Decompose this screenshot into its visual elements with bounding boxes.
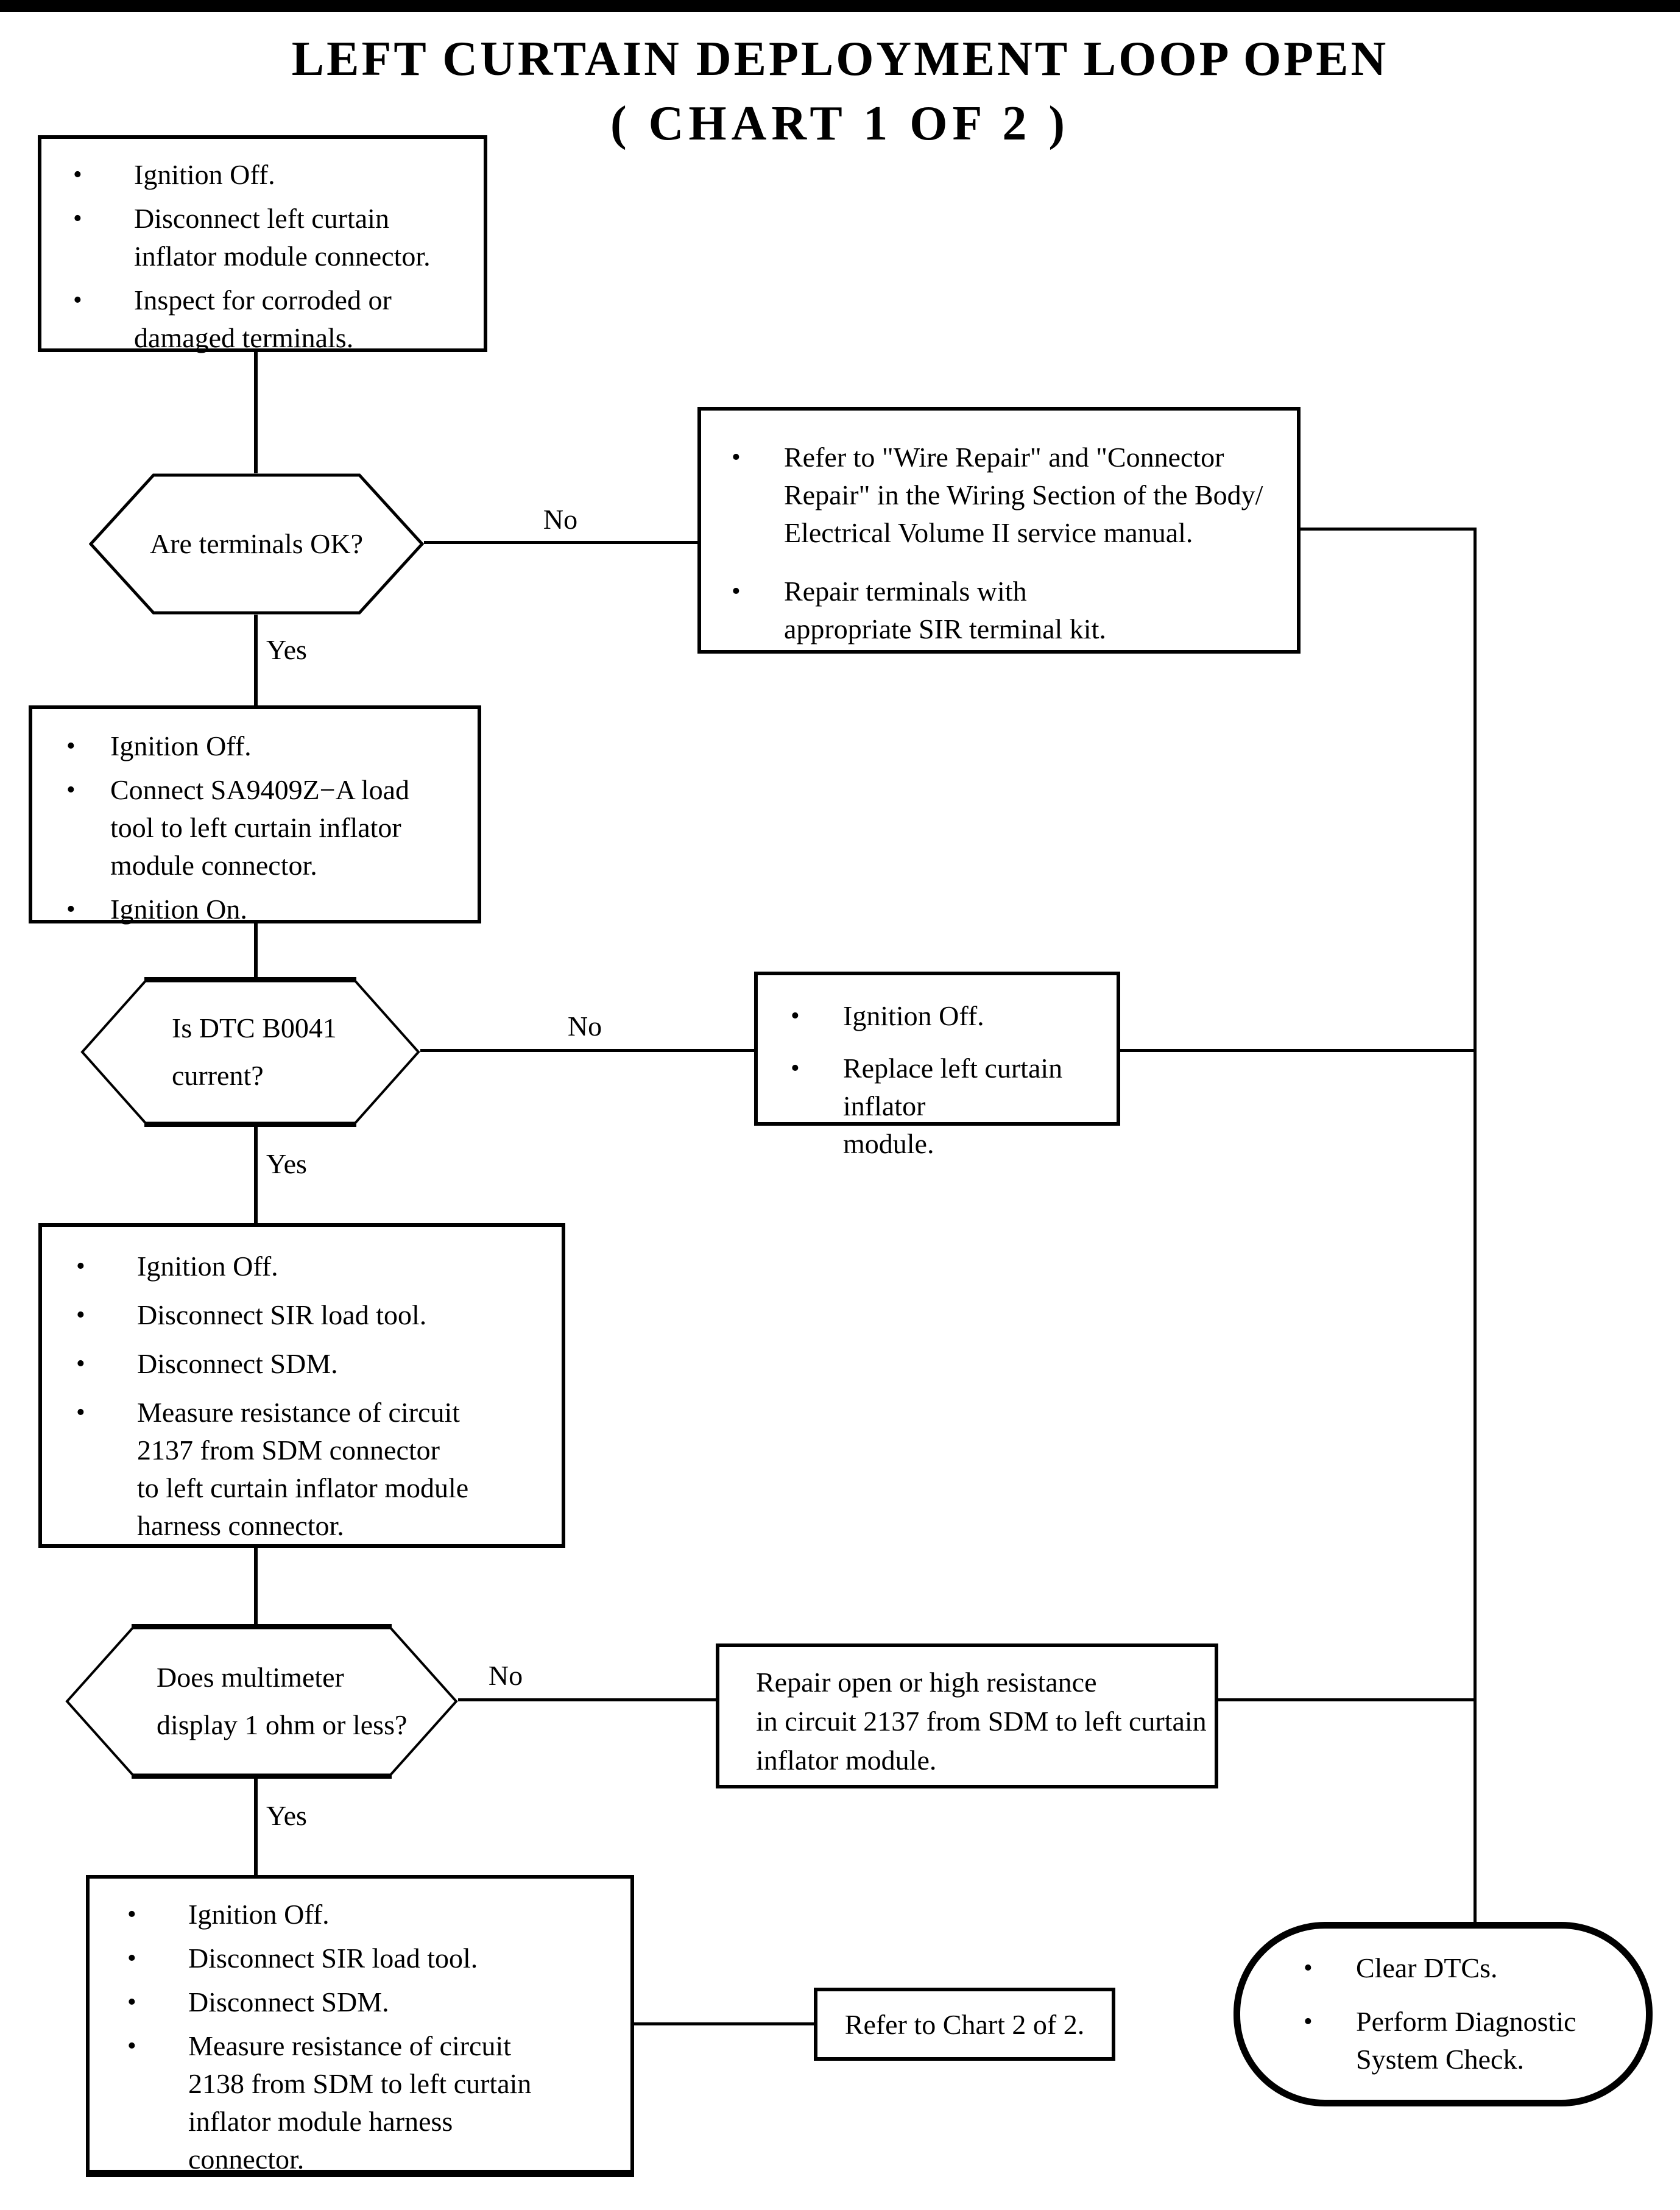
bullet-icon: • — [76, 1399, 85, 1427]
hexagon-shape — [89, 473, 424, 615]
connector-right-rail — [1474, 528, 1477, 1925]
connector-step4-referral — [634, 2022, 814, 2025]
step-text: Inspect for corroded or damaged terminal… — [134, 284, 392, 353]
process-box-1: • Ignition Off. • Disconnect left curtain … — [38, 135, 487, 353]
bullet-icon: • — [73, 161, 82, 189]
step-text: Ignition On. — [110, 894, 247, 925]
step-text: Disconnect SIR load tool. — [188, 1943, 478, 1974]
top-border-bar — [0, 0, 1680, 12]
action-box-3: Repair open or high resistance in circui… — [716, 1643, 1218, 1788]
bullet-icon: • — [732, 577, 741, 605]
terminator-box: • Clear DTCs. • Perform Diagnostic System … — [1234, 1922, 1653, 2106]
referral-box: Refer to Chart 2 of 2. — [814, 1988, 1115, 2061]
decision-question: Does multimeter display 1 ohm or less? — [157, 1662, 408, 1740]
step-text: Disconnect SIR load tool. — [137, 1299, 427, 1330]
bullet-icon: • — [76, 1301, 85, 1329]
branch-label-no-1: No — [543, 504, 578, 535]
action-text: Repair terminals with appropriate SIR te… — [784, 576, 1106, 644]
connector-action2-rail — [1120, 1049, 1475, 1052]
terminator-text: Perform Diagnostic System Check. — [1356, 2006, 1576, 2075]
bullet-icon: • — [127, 1988, 136, 2016]
connector-no-3 — [458, 1698, 716, 1701]
bullet-icon: • — [791, 1002, 800, 1030]
terminator-text: Clear DTCs. — [1356, 1952, 1498, 1983]
page-title-line1: LEFT CURTAIN DEPLOYMENT LOOP OPEN — [291, 32, 1389, 86]
step-text: Disconnect SDM. — [137, 1348, 338, 1379]
bullet-icon: • — [127, 2032, 136, 2060]
step-text: Ignition Off. — [188, 1899, 330, 1930]
connector-yes-3 — [254, 1779, 258, 1875]
referral-text: Refer to Chart 2 of 2. — [844, 2008, 1085, 2040]
connector-step2-decision2 — [254, 923, 258, 977]
step-text: Measure resistance of circuit 2138 from … — [188, 2030, 532, 2175]
step-text: Ignition Off. — [137, 1251, 278, 1282]
branch-label-no-3: No — [488, 1660, 523, 1691]
bullet-icon: • — [1304, 2008, 1313, 2036]
bullet-icon: • — [76, 1350, 85, 1378]
bullet-icon: • — [127, 1944, 136, 1972]
decision-hexagon-2: Is DTC B0041 current? — [80, 977, 420, 1127]
connector-yes-2 — [254, 1127, 258, 1223]
action-text: Ignition Off. — [843, 1000, 984, 1031]
bullet-icon: • — [791, 1054, 800, 1082]
action-box-1: • Refer to "Wire Repair" and "Connector R… — [697, 407, 1301, 654]
bullet-icon: • — [66, 776, 76, 804]
connector-step1-decision1 — [254, 352, 258, 473]
bullet-icon: • — [76, 1252, 85, 1280]
step-text: Measure resistance of circuit 2137 from … — [137, 1397, 469, 1541]
step-text: Disconnect SDM. — [188, 1986, 389, 2018]
bullet-icon: • — [66, 895, 76, 923]
action-box-2: • Ignition Off. • Replace left curtain inf… — [754, 972, 1120, 1159]
action-text: Repair open or high resistance in circui… — [756, 1667, 1207, 1776]
connector-action1-rail — [1301, 528, 1477, 531]
branch-label-yes-1: Yes — [266, 634, 307, 665]
branch-label-no-2: No — [567, 1011, 602, 1042]
process-box-4: • Ignition Off. • Disconnect SIR load tool… — [86, 1875, 634, 2177]
bullet-icon: • — [1304, 1954, 1313, 1982]
process-box-2: • Ignition Off. • Connect SA9409Z−A load t… — [29, 705, 481, 925]
bullet-icon: • — [66, 732, 76, 760]
bullet-icon: • — [127, 1901, 136, 1929]
connector-no-2 — [420, 1049, 754, 1052]
connector-no-1 — [424, 541, 697, 544]
bullet-icon: • — [73, 205, 82, 233]
hexagon-shape — [65, 1624, 458, 1779]
hexagon-shape — [80, 977, 420, 1127]
decision-question: Is DTC B0041 current? — [172, 1012, 337, 1091]
step-text: Disconnect left curtain inflator module … — [134, 203, 431, 272]
connector-action3-rail — [1218, 1698, 1475, 1701]
branch-label-yes-2: Yes — [266, 1148, 307, 1179]
step-text: Ignition Off. — [134, 159, 275, 190]
action-text: Refer to "Wire Repair" and "Connector Re… — [784, 442, 1263, 548]
step-text: Connect SA9409Z−A load tool to left curt… — [110, 774, 410, 881]
bullet-icon: • — [732, 443, 741, 471]
bullet-icon: • — [73, 286, 82, 314]
connector-yes-1 — [254, 615, 258, 705]
decision-hexagon-1: Are terminals OK? — [89, 473, 424, 615]
action-text: Replace left curtain inflator module. — [843, 1053, 1063, 1159]
process-box-3: • Ignition Off. • Disconnect SIR load tool… — [38, 1223, 565, 1548]
step-text: Ignition Off. — [110, 730, 252, 761]
decision-hexagon-3: Does multimeter display 1 ohm or less? — [65, 1624, 458, 1779]
connector-step3-decision3 — [254, 1548, 258, 1624]
decision-question: Are terminals OK? — [150, 528, 363, 559]
page-title-line2: ( CHART 1 OF 2 ) — [610, 97, 1070, 150]
branch-label-yes-3: Yes — [266, 1800, 307, 1831]
